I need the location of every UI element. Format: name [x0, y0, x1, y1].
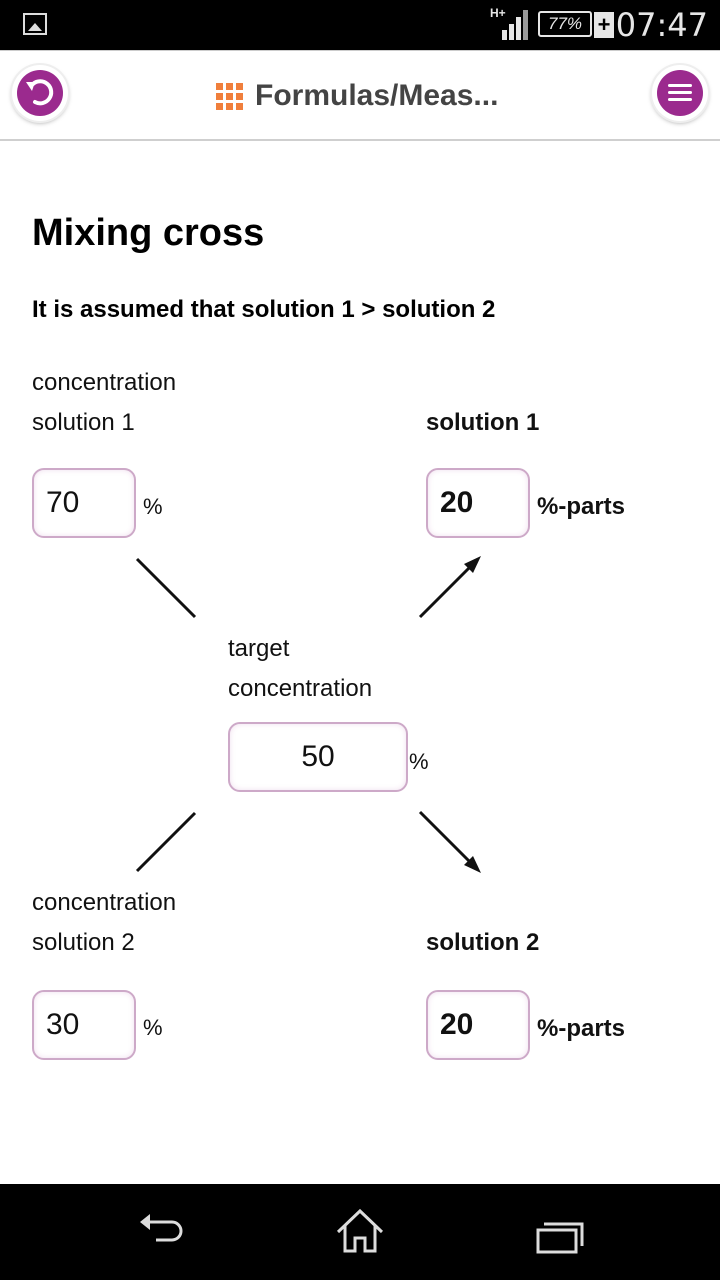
navigation-bar: [0, 1184, 720, 1280]
battery-icon: 77%: [538, 11, 592, 37]
hamburger-icon: [657, 70, 703, 116]
menu-button[interactable]: [652, 65, 708, 121]
conc1-label-line2: solution 1: [32, 409, 135, 436]
app-title: Formulas/Meas...: [255, 79, 499, 112]
image-notification-icon: [23, 13, 47, 35]
conc2-input[interactable]: 30: [32, 990, 136, 1060]
back-button[interactable]: [12, 65, 68, 121]
sol1-label: solution 1: [426, 409, 540, 436]
sol1-unit: %-parts: [537, 493, 626, 520]
target-label-line1: target: [228, 635, 290, 662]
target-unit: %: [409, 749, 429, 774]
sol2-unit: %-parts: [537, 1015, 626, 1042]
nav-home-icon[interactable]: [334, 1208, 386, 1254]
grid-icon: [216, 83, 244, 111]
conc2-label-line2: solution 2: [32, 929, 135, 956]
nav-back-icon[interactable]: [136, 1212, 186, 1254]
line-bottom-left: [135, 811, 197, 873]
app-bar: Formulas/Meas...: [0, 50, 720, 141]
arrow-bottom-right-icon: [418, 810, 481, 873]
conc1-label-line1: concentration: [32, 369, 177, 396]
signal-icon: [502, 10, 528, 40]
line-top-left: [135, 557, 197, 619]
conc1-input[interactable]: 70: [32, 468, 136, 538]
sol2-result: 20: [426, 990, 530, 1060]
arrow-top-right-icon: [418, 556, 481, 619]
conc1-unit: %: [143, 494, 163, 519]
charging-icon: +: [594, 12, 614, 38]
nav-recents-icon[interactable]: [534, 1220, 586, 1254]
page-title: Mixing cross: [32, 212, 265, 254]
conc2-unit: %: [143, 1015, 163, 1040]
sol2-label: solution 2: [426, 929, 540, 956]
clock: 07:47: [615, 6, 708, 44]
target-input[interactable]: 50: [228, 722, 408, 792]
assumption-text: It is assumed that solution 1 > solution…: [32, 296, 496, 323]
conc2-label-line1: concentration: [32, 889, 177, 916]
target-label-line2: concentration: [228, 675, 373, 702]
sol1-result: 20: [426, 468, 530, 538]
back-icon: [17, 70, 63, 116]
network-type: H+: [490, 6, 506, 20]
status-bar: H+ 77% + 07:47: [0, 0, 720, 50]
